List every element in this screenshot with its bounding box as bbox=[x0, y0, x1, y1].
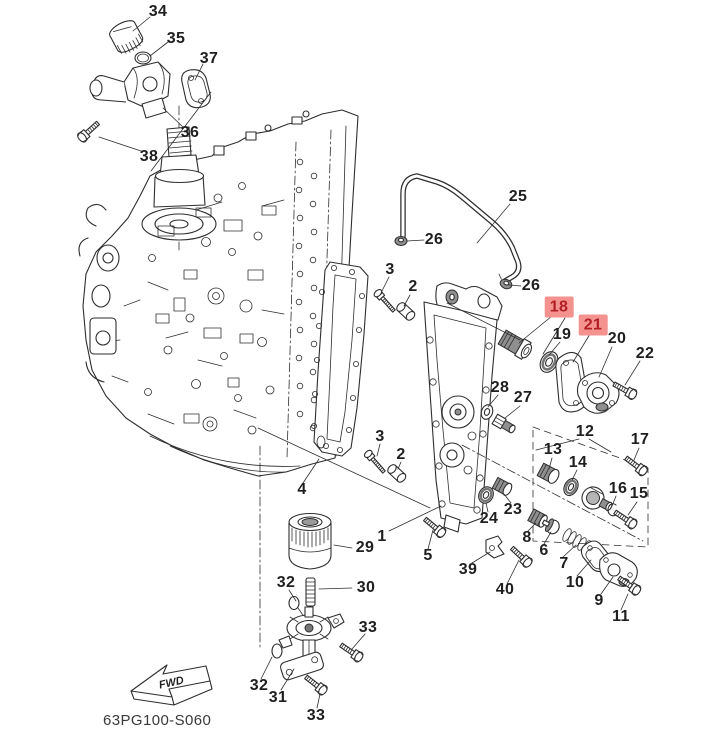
oil-filler-cap-group bbox=[75, 20, 211, 145]
part-label-40[interactable]: 40 bbox=[495, 581, 515, 598]
part-label-30[interactable]: 30 bbox=[356, 579, 376, 596]
washer-24 bbox=[478, 486, 494, 504]
part-label-12[interactable]: 12 bbox=[575, 423, 595, 440]
part-label-39[interactable]: 39 bbox=[458, 561, 478, 578]
part-label-6[interactable]: 6 bbox=[539, 542, 549, 559]
part-label-19[interactable]: 19 bbox=[552, 326, 572, 343]
clamp-26b bbox=[498, 273, 513, 290]
leader-lines bbox=[98, 16, 641, 709]
part-label-17[interactable]: 17 bbox=[630, 431, 650, 448]
part-label-22[interactable]: 22 bbox=[635, 345, 655, 362]
part-label-20[interactable]: 20 bbox=[607, 330, 627, 347]
part-label-29[interactable]: 29 bbox=[355, 539, 375, 556]
part-label-2b[interactable]: 2 bbox=[396, 446, 406, 463]
part-label-34[interactable]: 34 bbox=[148, 3, 168, 20]
part-label-1[interactable]: 1 bbox=[377, 528, 387, 545]
gasket-4-part bbox=[310, 261, 369, 457]
part-label-14[interactable]: 14 bbox=[568, 454, 588, 471]
part-label-33a[interactable]: 33 bbox=[358, 619, 378, 636]
plug-23 bbox=[491, 476, 513, 496]
part-label-27[interactable]: 27 bbox=[513, 389, 533, 406]
part-label-3b[interactable]: 3 bbox=[375, 428, 385, 445]
part-label-21[interactable]: 21 bbox=[578, 314, 608, 336]
diagram-code: 63PG100-S060 bbox=[103, 712, 212, 729]
fwd-text: FWD bbox=[158, 675, 185, 692]
part-label-24[interactable]: 24 bbox=[479, 510, 499, 527]
part-label-4[interactable]: 4 bbox=[297, 481, 307, 498]
thermostat-group bbox=[461, 351, 650, 548]
part-label-35[interactable]: 35 bbox=[166, 30, 186, 47]
cover-plate-1-part bbox=[423, 282, 503, 533]
part-label-23[interactable]: 23 bbox=[503, 501, 523, 518]
part-label-8[interactable]: 8 bbox=[522, 529, 532, 546]
part-label-15[interactable]: 15 bbox=[629, 485, 649, 502]
fwd-arrow: FWD bbox=[130, 664, 213, 706]
part-label-25[interactable]: 25 bbox=[508, 188, 528, 205]
part-label-10[interactable]: 10 bbox=[565, 574, 585, 591]
part-label-32a[interactable]: 32 bbox=[276, 574, 296, 591]
part-label-26a[interactable]: 26 bbox=[424, 231, 444, 248]
part-label-2a[interactable]: 2 bbox=[408, 278, 418, 295]
part-label-11[interactable]: 11 bbox=[612, 608, 630, 625]
valve-6 bbox=[541, 518, 560, 535]
oil-filter-group bbox=[271, 512, 366, 698]
bracket-39 bbox=[485, 535, 505, 559]
part-label-33b[interactable]: 33 bbox=[306, 707, 326, 724]
part-label-32b[interactable]: 32 bbox=[249, 677, 269, 694]
part-label-26b[interactable]: 26 bbox=[521, 277, 541, 294]
washer-19-part bbox=[539, 351, 559, 373]
breather-hose-25 bbox=[394, 173, 522, 290]
part-label-7[interactable]: 7 bbox=[559, 555, 569, 572]
part-label-5[interactable]: 5 bbox=[423, 547, 433, 564]
part-label-9[interactable]: 9 bbox=[594, 592, 604, 609]
part-label-16[interactable]: 16 bbox=[608, 480, 628, 497]
part-label-38[interactable]: 38 bbox=[139, 148, 159, 165]
relief-valve-group bbox=[478, 404, 644, 598]
engine-block-part bbox=[78, 105, 359, 477]
part-label-13[interactable]: 13 bbox=[543, 441, 563, 458]
part-label-31[interactable]: 31 bbox=[268, 689, 288, 706]
part-label-18[interactable]: 18 bbox=[544, 296, 574, 318]
part-label-36[interactable]: 36 bbox=[180, 124, 200, 141]
part-label-37[interactable]: 37 bbox=[199, 50, 219, 67]
fitting-18-part bbox=[497, 329, 533, 360]
anode-27 bbox=[491, 413, 516, 434]
part-label-28[interactable]: 28 bbox=[490, 379, 510, 396]
part-label-3a[interactable]: 3 bbox=[385, 261, 395, 278]
